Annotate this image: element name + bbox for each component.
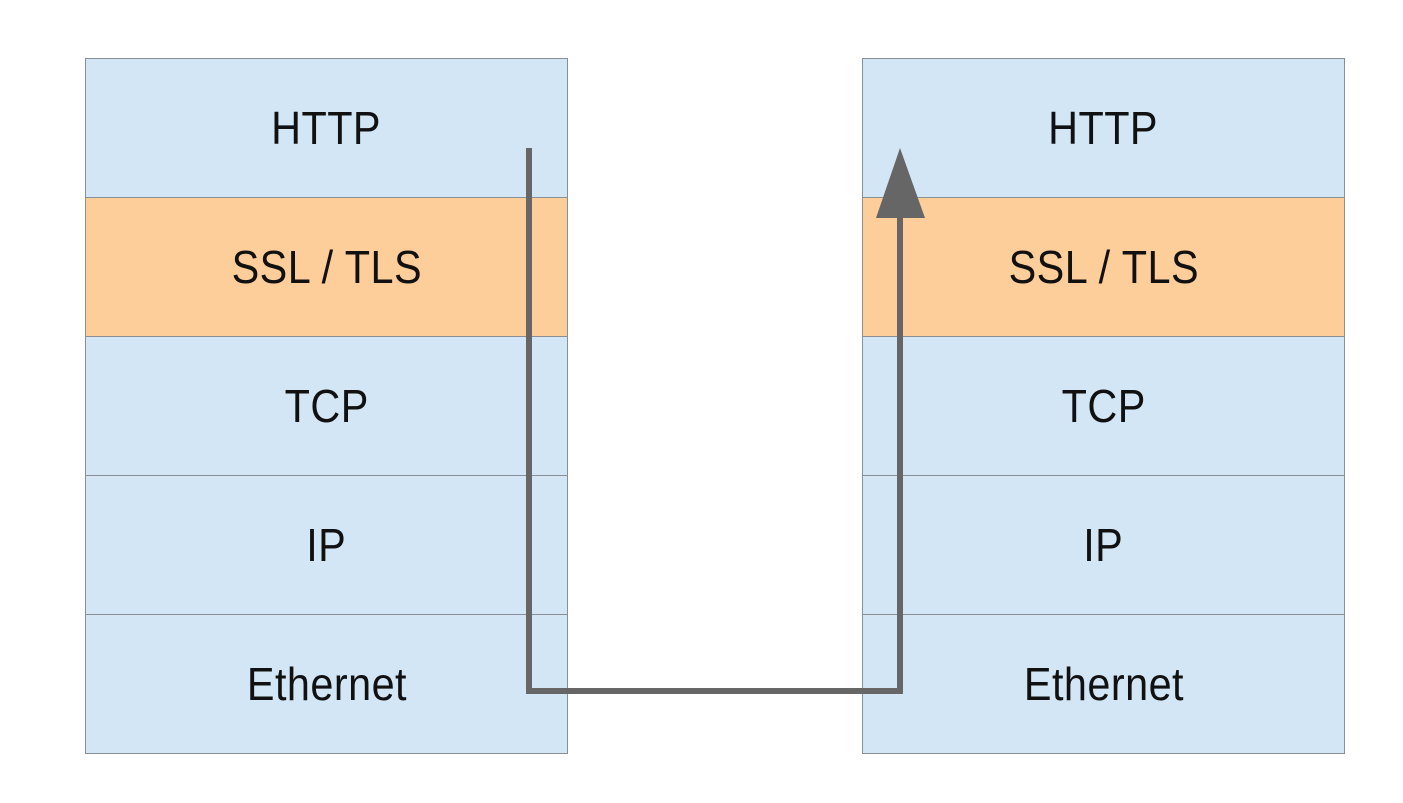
left-layer-http: HTTP <box>86 59 567 198</box>
left-layer-tcp: TCP <box>86 337 567 476</box>
data-flow-path <box>526 148 903 694</box>
left-protocol-stack: HTTP SSL / TLS TCP IP Ethernet <box>85 58 568 754</box>
left-layer-tcp-label: TCP <box>284 380 369 432</box>
right-layer-ssl-tls: SSL / TLS <box>863 198 1344 337</box>
right-layer-ip: IP <box>863 476 1344 615</box>
right-layer-tcp: TCP <box>863 337 1344 476</box>
left-layer-ethernet: Ethernet <box>86 615 567 753</box>
left-layer-ssl-tls-label: SSL / TLS <box>231 241 422 293</box>
left-layer-ip: IP <box>86 476 567 615</box>
right-layer-http-label: HTTP <box>1048 102 1159 154</box>
right-layer-tcp-label: TCP <box>1061 380 1146 432</box>
right-layer-http: HTTP <box>863 59 1344 198</box>
right-layer-ip-label: IP <box>1083 519 1124 571</box>
right-layer-ethernet: Ethernet <box>863 615 1344 753</box>
left-layer-http-label: HTTP <box>271 102 382 154</box>
right-protocol-stack: HTTP SSL / TLS TCP IP Ethernet <box>862 58 1345 754</box>
right-layer-ssl-tls-label: SSL / TLS <box>1008 241 1199 293</box>
left-layer-ssl-tls: SSL / TLS <box>86 198 567 337</box>
right-layer-ethernet-label: Ethernet <box>1023 658 1184 710</box>
left-layer-ip-label: IP <box>306 519 347 571</box>
left-layer-ethernet-label: Ethernet <box>246 658 407 710</box>
